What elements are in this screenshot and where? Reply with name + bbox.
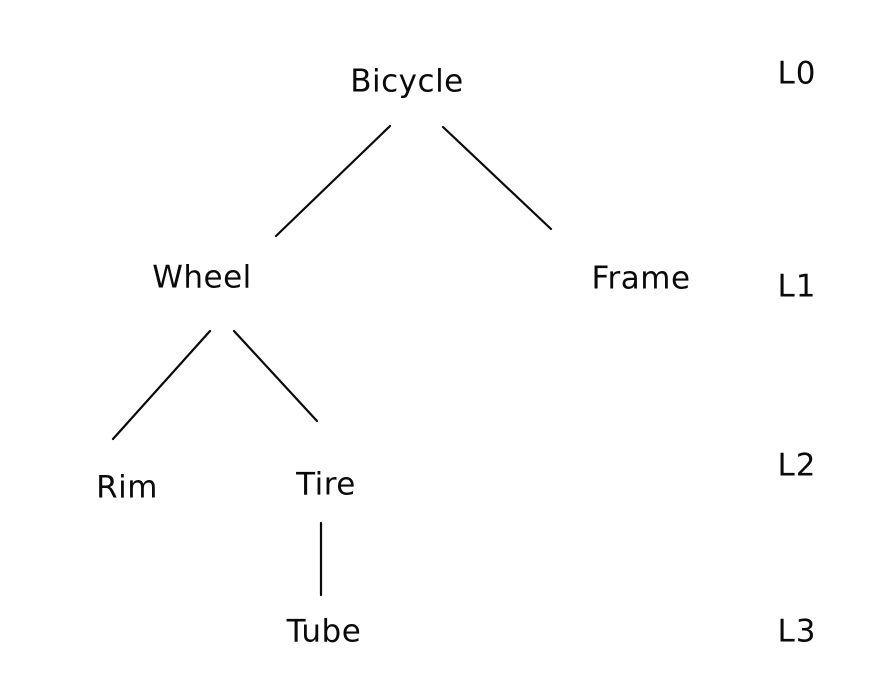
edge-bicycle-wheel: [274, 124, 392, 238]
level-label-l3: L3: [777, 613, 817, 650]
node-bicycle[interactable]: Bicycle: [350, 63, 464, 100]
node-tire[interactable]: Tire: [296, 466, 356, 503]
edge-wheel-rim: [111, 329, 212, 441]
level-label-l1: L1: [777, 268, 817, 305]
node-rim[interactable]: Rim: [96, 469, 158, 506]
level-label-l2: L2: [777, 447, 817, 484]
node-wheel[interactable]: Wheel: [152, 259, 252, 296]
edge-wheel-tire: [232, 329, 319, 423]
node-frame[interactable]: Frame: [591, 260, 691, 297]
level-label-l0: L0: [777, 55, 817, 92]
node-tube[interactable]: Tube: [286, 613, 362, 650]
edge-bicycle-frame: [441, 125, 553, 231]
